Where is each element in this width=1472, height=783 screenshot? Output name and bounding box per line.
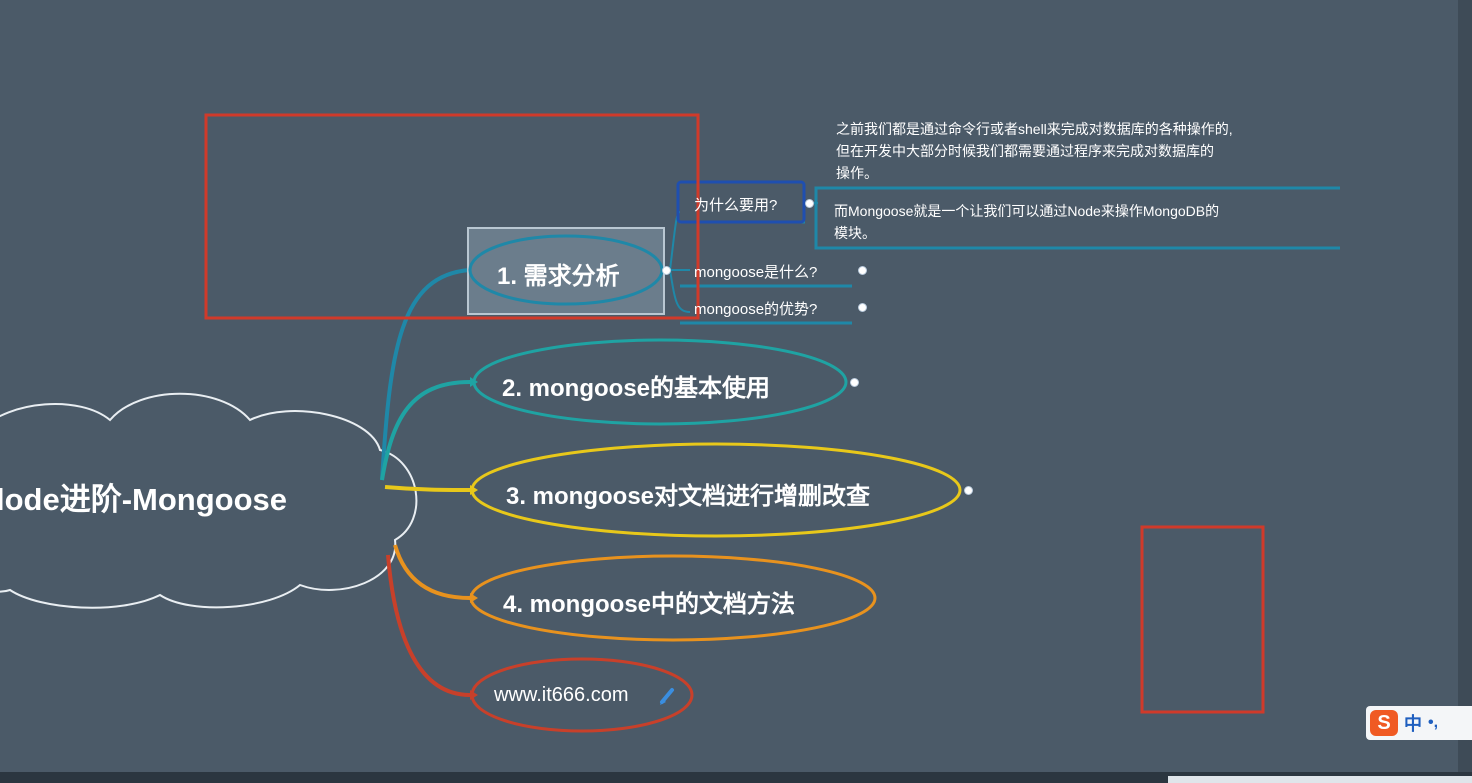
topic-1-label[interactable]: 1. 需求分析: [497, 263, 620, 290]
connector-topic-2: [380, 380, 471, 481]
sogou-logo-icon[interactable]: S: [1370, 710, 1398, 736]
topic-4-ellipse: [469, 554, 877, 642]
right-scroll-edge[interactable]: [1458, 0, 1472, 783]
topic-5-ellipse: [470, 657, 694, 733]
annotation-rect-small: [1140, 525, 1265, 714]
subtopic-advantages[interactable]: mongoose的优势?: [694, 301, 818, 318]
connector-topic-1: [380, 268, 471, 481]
connector-topic-4: [393, 544, 471, 600]
topic-3-ellipse: [470, 442, 962, 538]
ime-toolbar[interactable]: S 中 •,: [1366, 706, 1472, 740]
subtopic-1-collapse-dot[interactable]: [805, 199, 814, 208]
note-1: 之前我们都是通过命令行或者shell来完成对数据库的各种操作的, 但在开发中大部…: [836, 118, 1233, 184]
note-2: 而Mongoose就是一个让我们可以通过Node来操作MongoDB的 模块。: [834, 200, 1219, 244]
subtopic-branch: [669, 211, 691, 313]
subtopic-3-collapse-dot[interactable]: [858, 303, 867, 312]
note-1-line-2: 但在开发中大部分时候我们都需要通过程序来完成对数据库的: [836, 143, 1214, 159]
annotation-rect-large: [204, 113, 700, 320]
note-1-line-3: 操作。: [836, 165, 878, 181]
topic-1-selection-box: [467, 227, 665, 315]
bottom-status-bar: [0, 772, 1472, 783]
subtopic-what-is[interactable]: mongoose是什么?: [694, 264, 818, 281]
topic-3-label[interactable]: 3. mongoose对文档进行增删改查: [506, 483, 871, 510]
note-1-line-1: 之前我们都是通过命令行或者shell来完成对数据库的各种操作的,: [836, 121, 1233, 137]
root-cloud-shape: [0, 392, 418, 609]
topic-1-collapse-dot[interactable]: [662, 266, 671, 275]
taskbar-strip: [1168, 776, 1472, 783]
connector-topic-3: [384, 485, 471, 492]
topic-2-ellipse: [472, 338, 848, 426]
subtopic-1-selection-box: [676, 180, 806, 224]
topic-2-label[interactable]: 2. mongoose的基本使用: [502, 375, 771, 402]
ime-mode-toggle[interactable]: 中: [1404, 714, 1422, 734]
note-2-frame: [814, 186, 1340, 250]
pencil-icon[interactable]: [660, 688, 674, 705]
root-topic-label[interactable]: lode进阶-Mongoose: [0, 482, 288, 517]
topic-3-collapse-dot[interactable]: [964, 486, 973, 495]
subtopic-2-collapse-dot[interactable]: [858, 266, 867, 275]
note-2-line-1: 而Mongoose就是一个让我们可以通过Node来操作MongoDB的: [834, 203, 1220, 219]
note-2-line-2: 模块。: [834, 225, 876, 241]
connector-topic-5: [386, 554, 471, 697]
subtopic-why-use[interactable]: 为什么要用?: [694, 197, 778, 214]
topic-4-label[interactable]: 4. mongoose中的文档方法: [503, 591, 796, 618]
ime-punctuation-toggle[interactable]: •,: [1428, 714, 1439, 731]
topic-5-link[interactable]: www.it666.com: [494, 684, 629, 706]
topic-2-collapse-dot[interactable]: [850, 378, 859, 387]
